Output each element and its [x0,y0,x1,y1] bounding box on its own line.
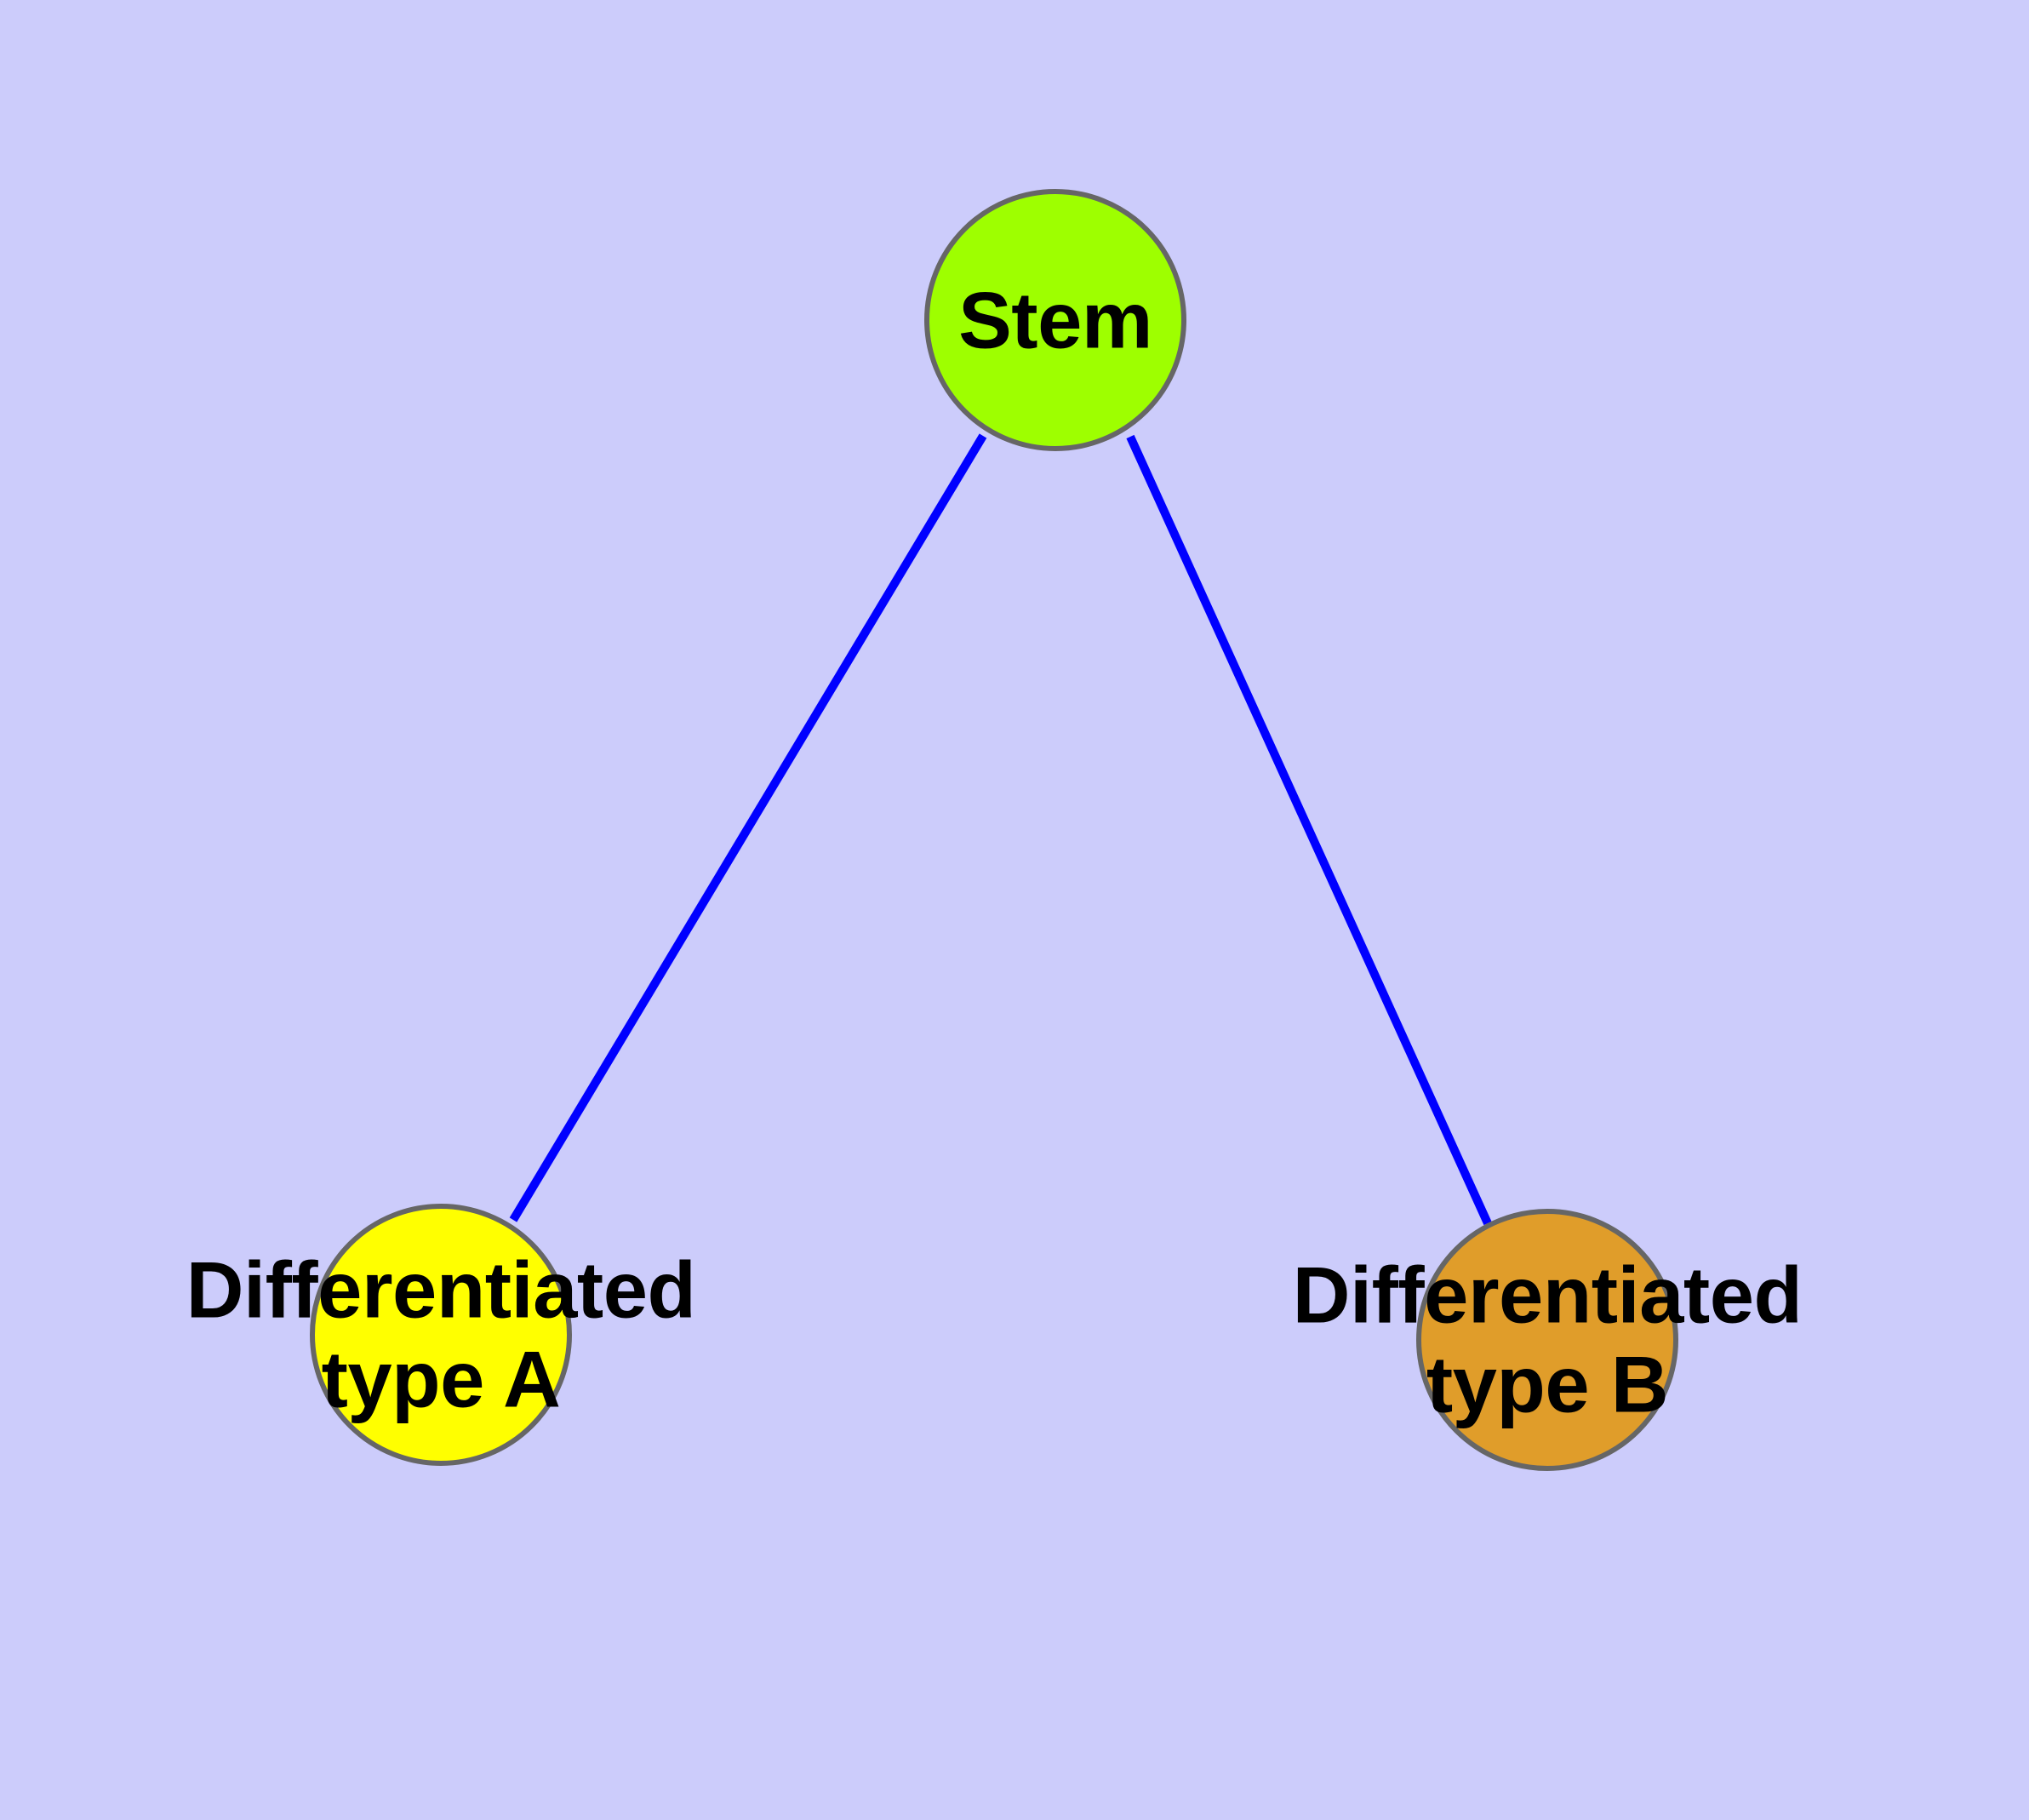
node-stem[interactable] [924,189,1186,451]
node-stem-label: Stem [958,275,1152,365]
node-differentiated-type-a-label: Differentiated type A [186,1245,696,1424]
edge-stem-to-differentiated-type-a [509,433,987,1222]
node-differentiated-type-b-label: Differentiated type B [1292,1250,1803,1429]
edge-stem-to-differentiated-type-b [1126,434,1492,1226]
node-differentiated-type-b[interactable] [1416,1209,1678,1471]
node-differentiated-type-a[interactable] [310,1204,572,1466]
